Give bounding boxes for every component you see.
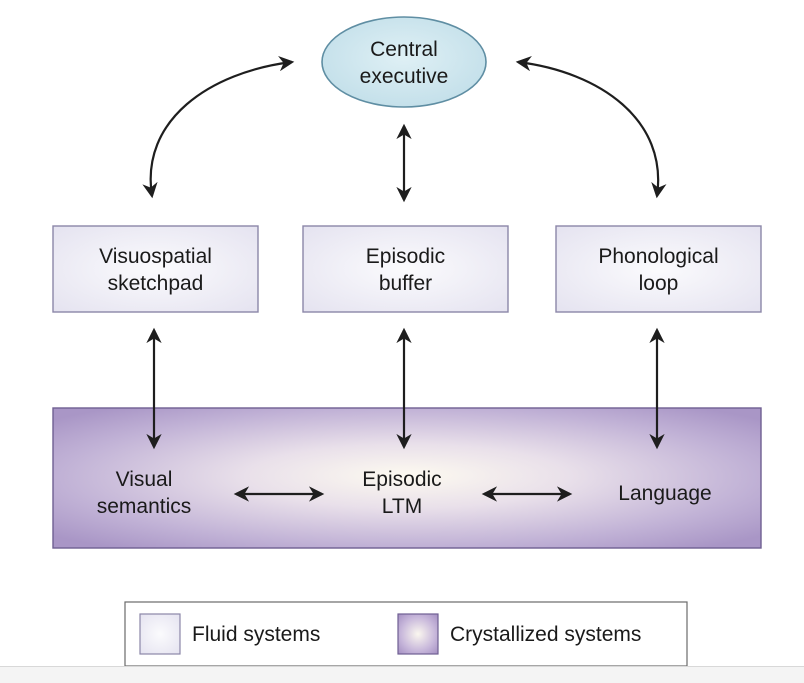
crystallized-systems-band: Visual semantics Episodic LTM Language: [52, 407, 762, 549]
phonological-loop-box: Phonological loop: [555, 225, 762, 313]
cropped-top-text: [0, 0, 132, 6]
legend-crystallized-label: Crystallized systems: [450, 623, 641, 646]
arrow-exec-phonological: [515, 55, 667, 199]
visuospatial-line2: sketchpad: [108, 272, 204, 295]
phonological-line1: Phonological: [598, 245, 718, 268]
episodic-ltm-line1: Episodic: [362, 468, 441, 491]
episodic-buffer-line2: buffer: [379, 272, 432, 295]
central-executive-line2: executive: [360, 65, 449, 88]
phonological-line2: loop: [639, 272, 679, 295]
legend: Fluid systems Crystallized systems: [124, 601, 688, 667]
visual-semantics-line1: Visual: [116, 468, 173, 491]
central-executive-line1: Central: [370, 38, 438, 61]
central-executive-node: Central executive: [321, 16, 487, 108]
bottom-divider-bar: [0, 666, 804, 683]
legend-crystallized-swatch: [397, 613, 439, 655]
legend-fluid-swatch: [139, 613, 181, 655]
language-label: Language: [618, 482, 711, 505]
visual-semantics-line2: semantics: [97, 495, 192, 518]
visuospatial-sketchpad-box: Visuospatial sketchpad: [52, 225, 259, 313]
episodic-ltm-line2: LTM: [382, 495, 422, 518]
arrow-exec-visuospatial: [142, 55, 295, 199]
legend-fluid-label: Fluid systems: [192, 623, 320, 646]
visuospatial-line1: Visuospatial: [99, 245, 212, 268]
episodic-buffer-box: Episodic buffer: [302, 225, 509, 313]
episodic-buffer-line1: Episodic: [366, 245, 445, 268]
